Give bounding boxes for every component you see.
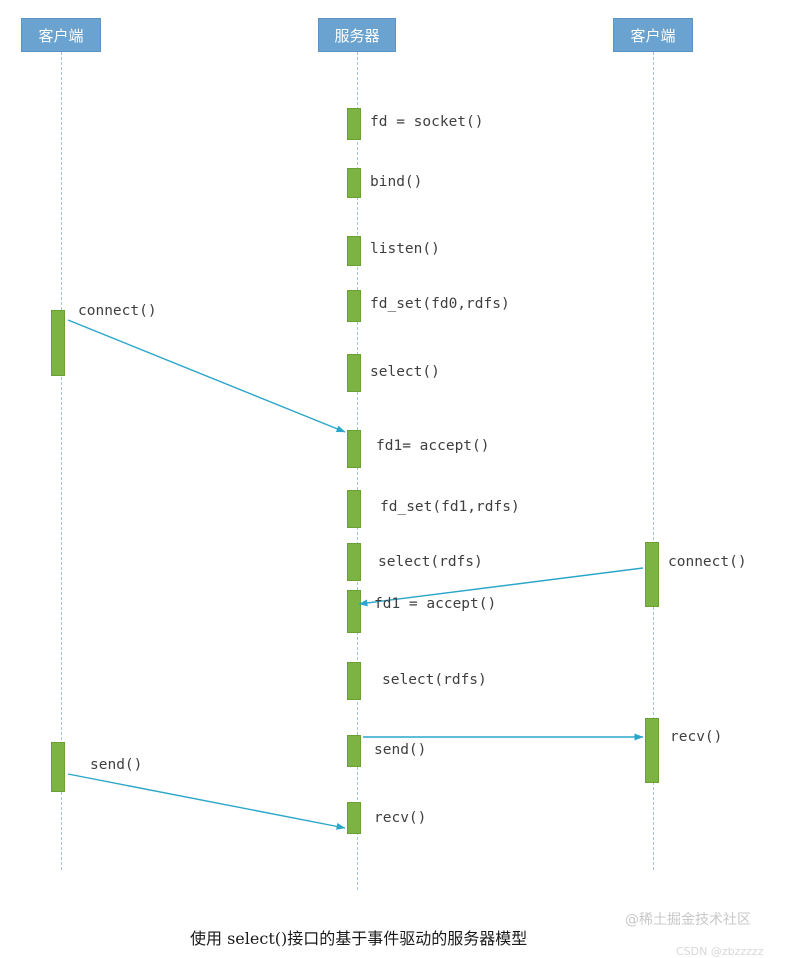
activation-server-listen <box>347 236 361 266</box>
label-connect-left: connect() <box>78 303 157 319</box>
label-select-rdfs: select(rdfs) <box>378 554 483 570</box>
label-listen: listen() <box>370 241 440 257</box>
activation-server-bind <box>347 168 361 198</box>
label-send-left: send() <box>90 757 143 773</box>
activation-client-left-send <box>51 742 65 792</box>
label-recv-right: recv() <box>670 729 723 745</box>
activation-server-fdset1 <box>347 490 361 528</box>
actor-client-right-label: 客户端 <box>630 27 676 45</box>
activation-server-send <box>347 735 361 767</box>
activation-server-recv <box>347 802 361 834</box>
actor-client-right: 客户端 <box>613 18 693 52</box>
label-recv-server: recv() <box>374 810 427 826</box>
lifeline-client-right <box>653 52 654 870</box>
label-bind: bind() <box>370 174 423 190</box>
lifeline-server <box>357 52 358 890</box>
label-fd1-accept: fd1= accept() <box>376 438 490 454</box>
activation-server-socket <box>347 108 361 140</box>
watermark-csdn: CSDN @zbzzzzz <box>676 945 764 958</box>
label-select: select() <box>370 364 440 380</box>
activation-server-accept2 <box>347 590 361 633</box>
arrow-send-to-recv2 <box>67 773 346 830</box>
watermark-juejin: @稀土掘金技术社区 <box>625 912 751 928</box>
activation-server-select <box>347 354 361 392</box>
diagram-caption: 使用 select()接口的基于事件驱动的服务器模型 <box>190 929 528 948</box>
actor-server: 服务器 <box>318 18 396 52</box>
actor-server-label: 服务器 <box>334 27 380 45</box>
label-fd-socket: fd = socket() <box>370 114 484 130</box>
label-fd-set-1: fd_set(fd1,rdfs) <box>380 499 520 515</box>
arrow-connect-to-accept <box>67 319 346 433</box>
label-send-server: send() <box>374 742 427 758</box>
activation-client-right-connect <box>645 542 659 607</box>
activation-server-select3 <box>347 662 361 700</box>
lifeline-client-left <box>61 52 62 870</box>
label-fd-set-0: fd_set(fd0,rdfs) <box>370 296 510 312</box>
activation-client-left-connect <box>51 310 65 376</box>
activation-server-accept <box>347 430 361 468</box>
label-select-rdfs-2: select(rdfs) <box>382 672 487 688</box>
actor-client-left-label: 客户端 <box>38 27 84 45</box>
label-fd1-accept-2: fd1 = accept() <box>374 596 497 612</box>
label-connect-right: connect() <box>668 554 747 570</box>
activation-client-right-recv <box>645 718 659 783</box>
activation-server-fdset0 <box>347 290 361 322</box>
activation-server-select2 <box>347 543 361 581</box>
actor-client-left: 客户端 <box>21 18 101 52</box>
